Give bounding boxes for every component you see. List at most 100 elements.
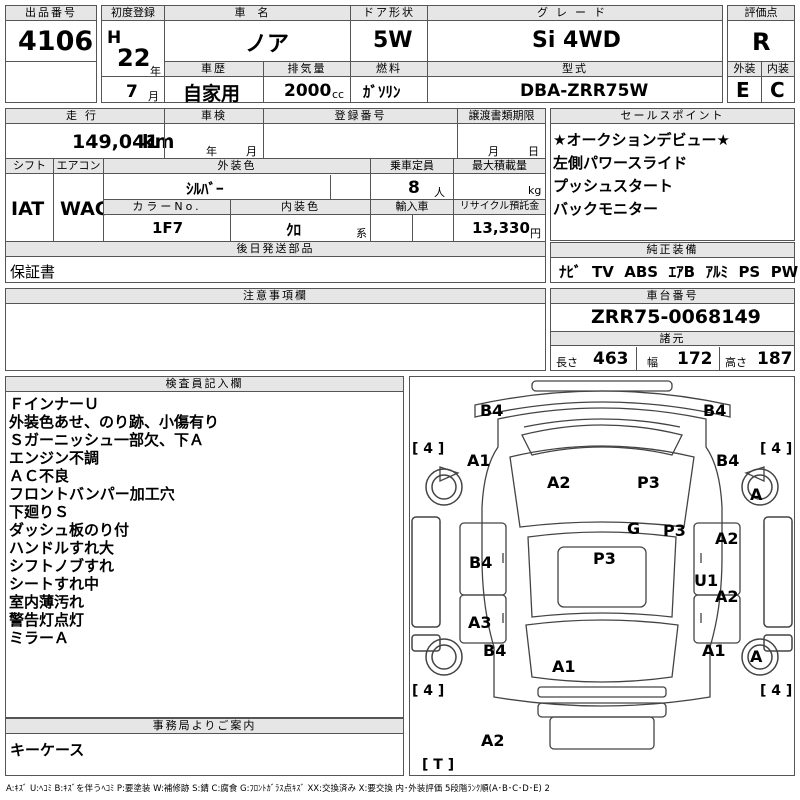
intcolor-label: 内装色 — [231, 200, 370, 215]
parts: 保証書 — [10, 263, 56, 281]
model-label: 型式 — [428, 62, 722, 77]
history-label: 車歴 — [165, 62, 263, 77]
equipment-box: 純正装備 ﾅﾋﾞ TV ABS ｴｱB ｱﾙﾐ PS PW — [550, 242, 798, 283]
grade-label: グレード — [428, 6, 722, 21]
damage-mark: G — [627, 519, 641, 538]
damage-mark: P3 — [663, 521, 686, 540]
capacity-label: 乗車定員 — [371, 159, 453, 174]
cc-label: 排気量 — [264, 62, 350, 77]
grade: Si 4WD — [532, 28, 621, 53]
equipment-label: 純正装備 — [551, 243, 794, 258]
inspector-line: Ｓガーニッシュ一部欠、下Ａ — [9, 431, 205, 449]
load-label: 最大積載量 — [454, 159, 545, 174]
model: DBA-ZRR75W — [520, 81, 649, 101]
mileage: 149,041 — [72, 131, 159, 153]
name-box: 車名 ノア — [164, 5, 351, 62]
chassis-box: 車台番号 ZRR75-0068149 諸元 長さ 463 幅 172 高さ 18… — [550, 288, 795, 371]
divider — [103, 159, 104, 241]
inspector-line: ハンドルすれ大 — [9, 539, 115, 557]
damage-mark: A2 — [715, 529, 739, 548]
divider — [6, 158, 545, 159]
reg-box: 初度登録 H 22 年 7 月 — [101, 5, 165, 103]
legend: A:ｷｽﾞ U:ﾍｺﾐ B:ｷｽﾞを伴うﾍｺﾐ P:要塗装 W:補修跡 S:錆 … — [6, 784, 550, 794]
mileage-label: 走行 — [6, 109, 164, 124]
reg-era: H — [107, 28, 122, 48]
insp-year-unit: 年 — [206, 145, 217, 158]
import-label: 輸入車 — [371, 200, 453, 215]
damage-mark: A2 — [481, 731, 505, 750]
damage-mark: B4 — [480, 401, 504, 420]
fuel: ｶﾞｿﾘﾝ — [363, 83, 401, 101]
sales-line: ★オークションデビュー★ — [553, 131, 730, 149]
damage-mark: B4 — [469, 553, 493, 572]
equipment-item: PS — [738, 263, 761, 281]
car-outline — [411, 380, 793, 750]
reg-month-unit: 月 — [148, 90, 159, 103]
recycle-label: リサイクル預託金 — [454, 200, 545, 215]
inspector-line: ＡＣ不良 — [9, 467, 70, 485]
capacity-unit: 人 — [434, 186, 445, 199]
equipment-item: ｱﾙﾐ — [705, 263, 728, 281]
inspector-label: 検査員記入欄 — [6, 377, 403, 392]
inspector-line: ダッシュ板のり付 — [9, 521, 130, 539]
cc-unit: cc — [332, 88, 345, 101]
damage-mark: A3 — [468, 613, 492, 632]
door-box: ドア形状 5W — [350, 5, 428, 62]
inspector-line: シートすれ中 — [9, 575, 100, 593]
equipment-item: TV — [591, 263, 614, 281]
colorno-label: カラーNo. — [104, 200, 230, 215]
len-label: 長さ — [556, 356, 578, 369]
color-number: 1F7 — [152, 219, 184, 237]
ext-box: 外装 E — [727, 61, 762, 103]
damage-mark: P3 — [637, 473, 660, 492]
notes-box: 注意事項欄 — [5, 288, 546, 371]
inspector-line: ＦインナーＵ — [9, 395, 100, 413]
ac-label: エアコン — [54, 159, 103, 174]
shift: IAT — [11, 198, 45, 220]
model-box: 型式 DBA-ZRR75W — [427, 61, 723, 103]
score: R — [752, 28, 771, 56]
load-unit: kg — [528, 184, 542, 197]
divider — [412, 215, 413, 241]
regno-label: 登録番号 — [264, 109, 457, 124]
mileage-unit: km — [142, 131, 175, 153]
spare-tire-label: [ T ] — [422, 757, 455, 773]
wid-label: 幅 — [647, 356, 658, 369]
history-box: 車歴 自家用 — [164, 61, 264, 105]
transfer-month-unit: 月 — [488, 145, 499, 158]
damage-mark: B4 — [703, 401, 727, 420]
damage-mark: A1 — [467, 451, 491, 470]
inspector-line: 下廻りＳ — [9, 503, 70, 521]
score-box: 評価点 R — [727, 5, 795, 62]
divider — [102, 76, 164, 77]
tire-depth-rr: [ 4 ] — [760, 683, 793, 699]
equipment-item: PW — [770, 263, 799, 281]
inspector-line: シフトノブすれ — [9, 557, 115, 575]
int-label: 内装 — [762, 62, 794, 77]
equipment-item: ABS — [624, 263, 659, 281]
door-type: 5W — [373, 28, 413, 53]
inspector-line: エンジン不調 — [9, 449, 100, 467]
sales-box: セールスポイント ★オークションデビュー★ 左側パワースライド プッシュスタート… — [550, 108, 795, 241]
inspector-line: フロントバンパー加工穴 — [9, 485, 175, 503]
damage-mark: A1 — [552, 657, 576, 676]
sales-lines: ★オークションデビュー★ 左側パワースライド プッシュスタート バックモニター — [553, 129, 730, 221]
office-box: 事務局よりご案内 キーケース — [5, 718, 404, 776]
lot-label: 出品番号 — [6, 6, 96, 21]
inspector-line: 外装色あせ、のり跡、小傷有り — [9, 413, 220, 431]
specs-label: 諸元 — [551, 331, 794, 346]
cc-box: 排気量 2000 cc — [263, 61, 351, 103]
reg-label: 初度登録 — [102, 6, 164, 21]
score-label: 評価点 — [728, 6, 794, 21]
notes-label: 注意事項欄 — [6, 289, 545, 304]
divider — [330, 175, 331, 199]
divider — [453, 200, 454, 241]
lot-empty-box — [5, 61, 97, 103]
divider — [263, 109, 264, 158]
lot-box: 出品番号 4106 — [5, 5, 97, 62]
tire-depth-rl: [ 4 ] — [412, 683, 445, 699]
office-label: 事務局よりご案内 — [6, 719, 403, 734]
chassis-label: 車台番号 — [551, 289, 794, 304]
intcolor-unit: 系 — [356, 227, 367, 240]
equipment-item: ｴｱB — [668, 263, 696, 281]
